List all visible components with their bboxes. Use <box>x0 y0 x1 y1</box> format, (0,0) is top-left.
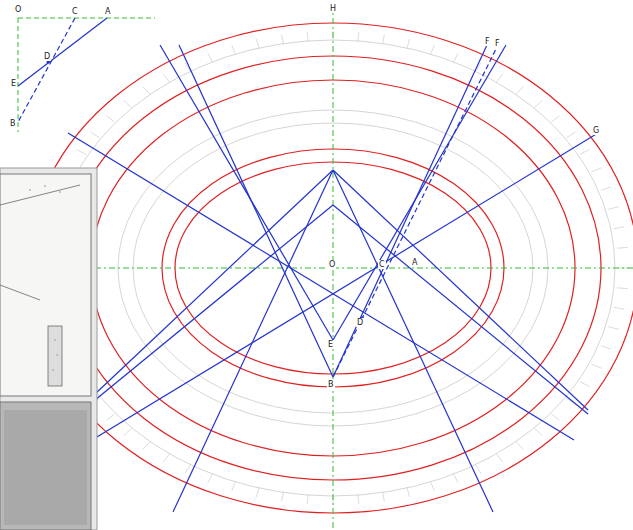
seat-tick <box>282 492 284 502</box>
seat-tick <box>382 35 384 45</box>
point-label: D <box>356 318 364 327</box>
seat-tick <box>106 414 114 420</box>
seat-tick <box>282 35 284 45</box>
seat-tick <box>430 45 434 54</box>
seat-tick <box>535 100 543 107</box>
point-label: O <box>328 260 336 269</box>
point-label: O <box>14 5 22 14</box>
seat-tick <box>580 382 590 387</box>
seat-tick <box>430 481 434 490</box>
seat-tick <box>608 327 619 330</box>
seat-tick <box>614 227 625 229</box>
seat-tick <box>453 474 458 483</box>
point-label: A <box>411 258 418 267</box>
seat-tick <box>256 487 259 497</box>
seat-tick <box>601 346 611 349</box>
seat-tick <box>208 53 213 62</box>
seat-tick <box>617 247 628 249</box>
point-label: D <box>43 52 51 61</box>
point-label: E <box>10 79 17 88</box>
point-label: F <box>494 39 501 48</box>
seat-tick <box>496 454 502 462</box>
seat-tick <box>496 74 502 82</box>
seat-tick <box>163 454 169 462</box>
point-label: G <box>592 126 600 135</box>
point-label: C <box>378 260 386 269</box>
point-label: A <box>104 7 111 16</box>
seat-tick <box>143 442 150 450</box>
seat-tick <box>476 465 482 474</box>
seat-tick <box>256 39 259 49</box>
seat-tick <box>591 364 601 368</box>
seat-tick <box>106 116 114 122</box>
point-label: B <box>327 380 335 389</box>
seat-tick <box>516 442 523 450</box>
seat-tick <box>551 116 559 122</box>
seat-tick <box>232 481 236 490</box>
point-label: C <box>71 7 79 16</box>
point-label: B <box>9 119 17 128</box>
seat-tick <box>407 487 410 497</box>
seat-tick <box>516 86 523 94</box>
seat-tick <box>535 429 543 436</box>
seat-tick <box>77 150 87 155</box>
seat-tick <box>307 32 309 42</box>
seat-tick <box>580 150 590 155</box>
point-label: F <box>484 37 491 46</box>
seat-tick <box>307 494 309 504</box>
seat-tick <box>208 474 213 483</box>
seat-tick <box>232 45 236 54</box>
seat-tick <box>357 32 359 42</box>
seat-tick <box>453 53 458 62</box>
seat-tick <box>357 494 359 504</box>
seat-tick <box>124 100 132 107</box>
point-label: E <box>327 340 334 349</box>
seat-tick <box>124 429 132 436</box>
seat-tick <box>591 168 601 172</box>
seat-tick <box>185 465 191 474</box>
point-label: H <box>329 4 337 13</box>
seat-tick <box>407 39 410 49</box>
seat-tick <box>566 132 575 138</box>
seat-tick <box>551 414 559 420</box>
seat-tick <box>382 492 384 502</box>
seat-tick <box>91 132 100 138</box>
seat-tick <box>614 307 625 309</box>
seat-tick <box>601 187 611 190</box>
seat-tick <box>143 86 150 94</box>
seat-tick <box>608 207 619 210</box>
seat-tick <box>163 74 169 82</box>
seat-tick <box>617 287 628 289</box>
